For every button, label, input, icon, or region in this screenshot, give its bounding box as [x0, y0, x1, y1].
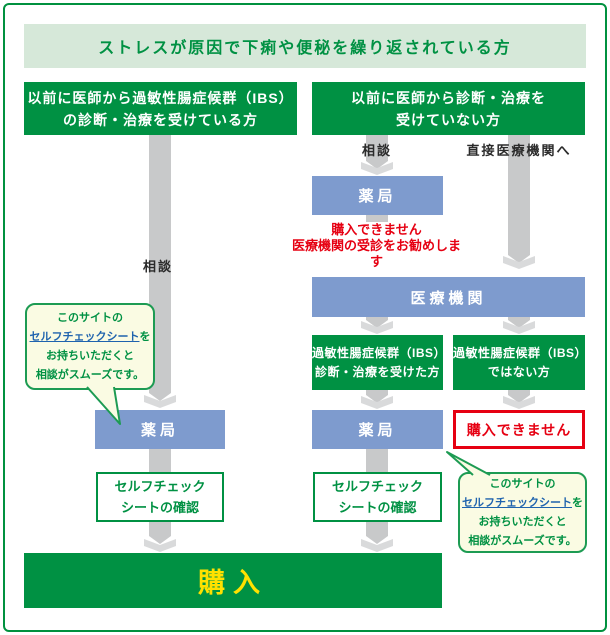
pharmacy-warning-line1: 購入できません: [331, 222, 422, 237]
arrow-shaft-mid-pharmacy-to-check: [366, 449, 388, 473]
self-check-sheet-link[interactable]: セルフチェックシート: [29, 330, 140, 343]
arrow-shaft-mid-check-to-purchase: [366, 521, 388, 544]
bubble-right-line2: セルフチェックシートを: [462, 494, 583, 513]
page-title: ストレスが原因で下痢や便秘を繰り返されている方: [24, 24, 586, 68]
node-ibs-not-line2: ではない方: [487, 364, 551, 379]
bubble-right-after-link: を: [572, 496, 583, 509]
node-purchase: 購入: [24, 553, 442, 608]
selfcheck-bubble-right: このサイトの セルフチェックシートを お持ちいただくと 相談がスムーズです。: [458, 472, 587, 553]
edge-label-consult-mid: 相談: [361, 143, 392, 158]
arrow-head-treated-to-pharmacy: [361, 396, 393, 409]
selfcheck-bubble-left: このサイトの セルフチェックシートを お持ちいただくと 相談がスムーズです。: [25, 303, 155, 390]
node-selfcheck-mid-line2: シートの確認: [338, 500, 417, 515]
arrow-head-not-to-cannot: [503, 396, 535, 409]
bubble-left-line2: セルフチェックシートを: [30, 328, 151, 347]
node-selfcheck-left-line2: シートの確認: [120, 500, 199, 515]
node-selfcheck-left-line1: セルフチェック: [114, 479, 206, 494]
node-pharmacy-left: 薬局: [95, 410, 225, 449]
node-not-diagnosed-line2: 受けていない方: [396, 111, 501, 128]
bubble-left-line3: お持ちいただくと: [46, 349, 134, 362]
arrow-shaft-left-pharmacy-to-check: [149, 449, 171, 473]
node-previously-diagnosed: 以前に医師から過敏性腸症候群（IBS） の診断・治療を受けている方: [24, 82, 297, 135]
bubble-right-line1: このサイトの: [489, 477, 556, 490]
edge-label-direct-to-medical: 直接医療機関へ: [466, 143, 572, 158]
arrow-head-right-direct: [503, 256, 535, 269]
node-selfcheck-mid: セルフチェック シートの確認: [313, 472, 442, 522]
self-check-sheet-link[interactable]: セルフチェックシート: [462, 496, 572, 509]
node-ibs-not-line1: 過敏性腸症候群（IBS）: [453, 345, 588, 360]
node-not-diagnosed: 以前に医師から診断・治療を 受けていない方: [312, 82, 585, 135]
node-pharmacy-mid: 薬局: [312, 410, 443, 449]
arrow-shaft-left-check-to-purchase: [149, 522, 171, 544]
node-ibs-treated-line1: 過敏性腸症候群（IBS）: [312, 345, 447, 360]
bubble-right-line3: お持ちいただくと: [478, 515, 567, 528]
node-ibs-treated-line2: 診断・治療を受けた方: [314, 364, 440, 379]
node-selfcheck-left: セルフチェック シートの確認: [96, 472, 224, 522]
arrow-head-left-long: [144, 395, 176, 408]
arrow-head-medical-to-treated: [361, 321, 393, 334]
bubble-left-after-link: を: [139, 330, 151, 343]
node-previously-diagnosed-line2: の診断・治療を受けている方: [63, 111, 258, 128]
node-not-diagnosed-line1: 以前に医師から診断・治療を: [351, 89, 546, 106]
node-ibs-treated: 過敏性腸症候群（IBS） 診断・治療を受けた方: [312, 335, 447, 390]
arrow-head-mid-check-to-purchase: [361, 539, 393, 552]
arrow-head-medical-to-not: [503, 321, 535, 334]
node-pharmacy-consult: 薬局: [312, 176, 443, 215]
pharmacy-warning-note: 購入できません 医療機関の受診をお勧めします: [286, 222, 467, 270]
arrow-shaft-right-direct: [508, 135, 530, 263]
edge-label-consult-left: 相談: [142, 259, 173, 274]
node-previously-diagnosed-line1: 以前に医師から過敏性腸症候群（IBS）: [27, 89, 294, 106]
node-medical-institution: 医療機関: [312, 277, 585, 317]
node-selfcheck-mid-line1: セルフチェック: [331, 479, 423, 494]
bubble-left-line1: このサイトの: [57, 311, 123, 324]
arrow-shaft-medical-to-treated: [366, 317, 388, 328]
arrow-head-mid-consult: [361, 162, 393, 175]
page-border: [3, 3, 607, 632]
arrow-head-left-check-to-purchase: [144, 539, 176, 552]
bubble-right-line4: 相談がスムーズです。: [468, 534, 577, 547]
pharmacy-warning-line2: 医療機関の受診をお勧めします: [291, 238, 461, 269]
arrow-shaft-mid-consult: [366, 135, 388, 169]
node-ibs-not: 過敏性腸症候群（IBS） ではない方: [453, 335, 588, 390]
node-cannot-purchase: 購入できません: [453, 410, 585, 449]
arrow-shaft-medical-to-not: [508, 317, 530, 328]
bubble-left-line4: 相談がスムーズです。: [35, 368, 145, 381]
